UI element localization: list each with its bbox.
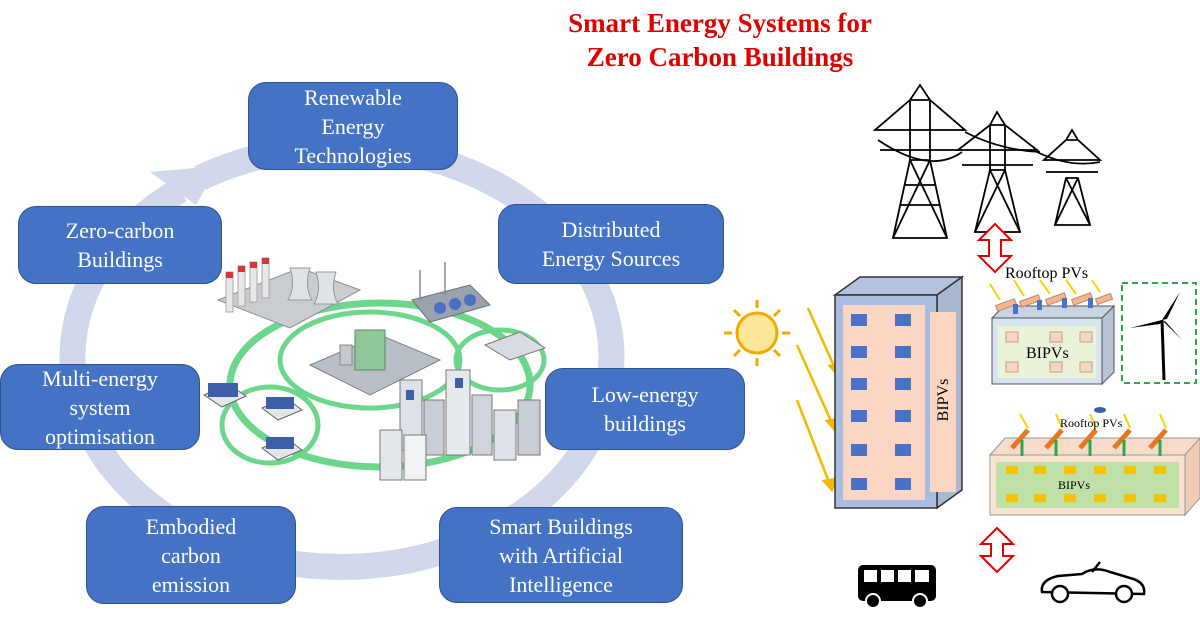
zero-carbon-buildings-box: Zero-carbon Buildings xyxy=(18,206,222,284)
wind-turbine-frame xyxy=(1121,282,1197,384)
vehicle-exchange-arrow xyxy=(978,526,1016,574)
grid-hub-icon xyxy=(308,329,442,396)
houses-icon xyxy=(202,383,303,461)
tall-building-bipvs-label: BIPVs xyxy=(935,379,952,422)
distributed-energy-box: Distributed Energy Sources xyxy=(498,204,724,284)
page-title: Smart Energy Systems for Zero Carbon Bui… xyxy=(470,6,970,74)
sun-icon xyxy=(724,300,790,366)
solar-farm-icon xyxy=(411,262,491,323)
low-energy-buildings-box: Low-energy buildings xyxy=(545,368,745,450)
cycle-arrow-head xyxy=(150,166,218,205)
multi-energy-box: Multi-energy system optimisation xyxy=(0,364,200,450)
smart-city-illustration xyxy=(202,257,547,481)
rooftop-building-2-icon xyxy=(988,407,1200,517)
smart-buildings-box: Smart Buildings with Artificial Intellig… xyxy=(439,507,683,603)
power-plant-icon xyxy=(216,257,362,329)
bipvs-label-2: BIPVs xyxy=(1058,478,1090,492)
rooftop-building-1-icon xyxy=(989,279,1116,386)
embodied-carbon-box: Embodied carbon emission xyxy=(86,506,296,604)
rooftop-pvs-label-1: Rooftop PVs xyxy=(1005,265,1088,282)
sun-rays xyxy=(795,307,844,493)
tall-building-icon xyxy=(832,275,965,510)
transmission-towers-icon xyxy=(872,83,1103,239)
bipvs-label-1: BIPVs xyxy=(1026,345,1069,362)
grid-exchange-arrow xyxy=(976,222,1014,274)
title-line-1: Smart Energy Systems for xyxy=(568,8,872,38)
bus-icon xyxy=(858,565,936,609)
city-buildings-icon xyxy=(379,331,547,481)
renewable-energy-box: Renewable Energy Technologies xyxy=(248,82,458,170)
rooftop-pvs-label-2: Rooftop PVs xyxy=(1060,416,1123,430)
car-icon xyxy=(1040,561,1146,604)
wind-turbine-icon xyxy=(1130,292,1182,381)
title-line-2: Zero Carbon Buildings xyxy=(586,42,854,72)
